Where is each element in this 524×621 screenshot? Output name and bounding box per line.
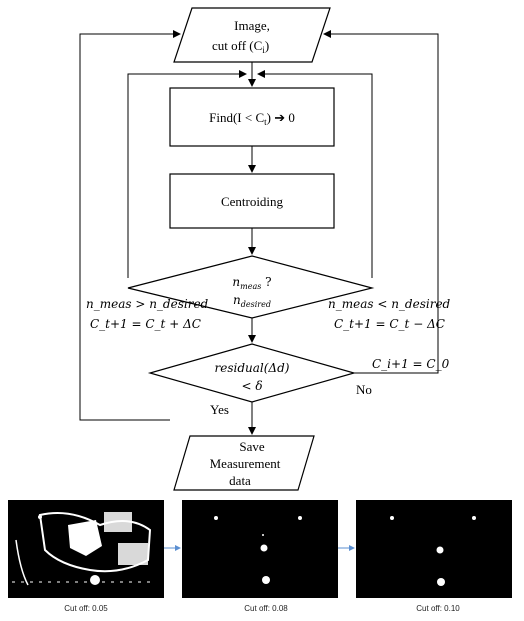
output-line1: Save: [239, 439, 265, 454]
output-node: Save Measurement data: [173, 435, 315, 491]
input-line2: cut off (Ci): [212, 38, 269, 55]
left-branch-line1: n_meas > n_desired: [86, 297, 209, 311]
centroiding-text: Centroiding: [221, 194, 284, 209]
residual-node: residual(Δd) < δ: [147, 343, 357, 403]
left-branch-line2: C_t+1 = C_t + ΔC: [90, 317, 201, 331]
residual-line1: residual(Δd): [215, 361, 290, 375]
compare-top: nmeas ?: [232, 275, 271, 291]
find-node: Find(I < Ct) ➔ 0: [169, 87, 335, 147]
image-cutoff-2: [182, 500, 338, 598]
caption-2: Cut off: 0.08: [244, 604, 288, 613]
right-branch-line1: n_meas < n_desired: [328, 297, 451, 311]
residual-line2: < δ: [241, 379, 262, 393]
find-text: Find(I < Ct) ➔ 0: [209, 110, 295, 127]
image-cutoff-3: [356, 500, 512, 598]
caption-1: Cut off: 0.05: [64, 604, 108, 613]
output-line3: data: [229, 473, 251, 488]
output-line2: Measurement: [210, 456, 281, 471]
right-branch-line2: C_t+1 = C_t − ΔC: [334, 317, 445, 331]
yes-label: Yes: [210, 402, 229, 417]
centroiding-node: Centroiding: [169, 173, 335, 229]
caption-3: Cut off: 0.10: [416, 604, 460, 613]
input-node: Image, cut off (Ci): [173, 7, 331, 63]
reset-label: C_i+1 = C_0: [372, 357, 450, 371]
compare-bottom: ndesired: [233, 293, 271, 309]
input-line1: Image,: [234, 18, 270, 33]
no-label: No: [356, 382, 372, 397]
image-cutoff-1: [8, 500, 164, 598]
